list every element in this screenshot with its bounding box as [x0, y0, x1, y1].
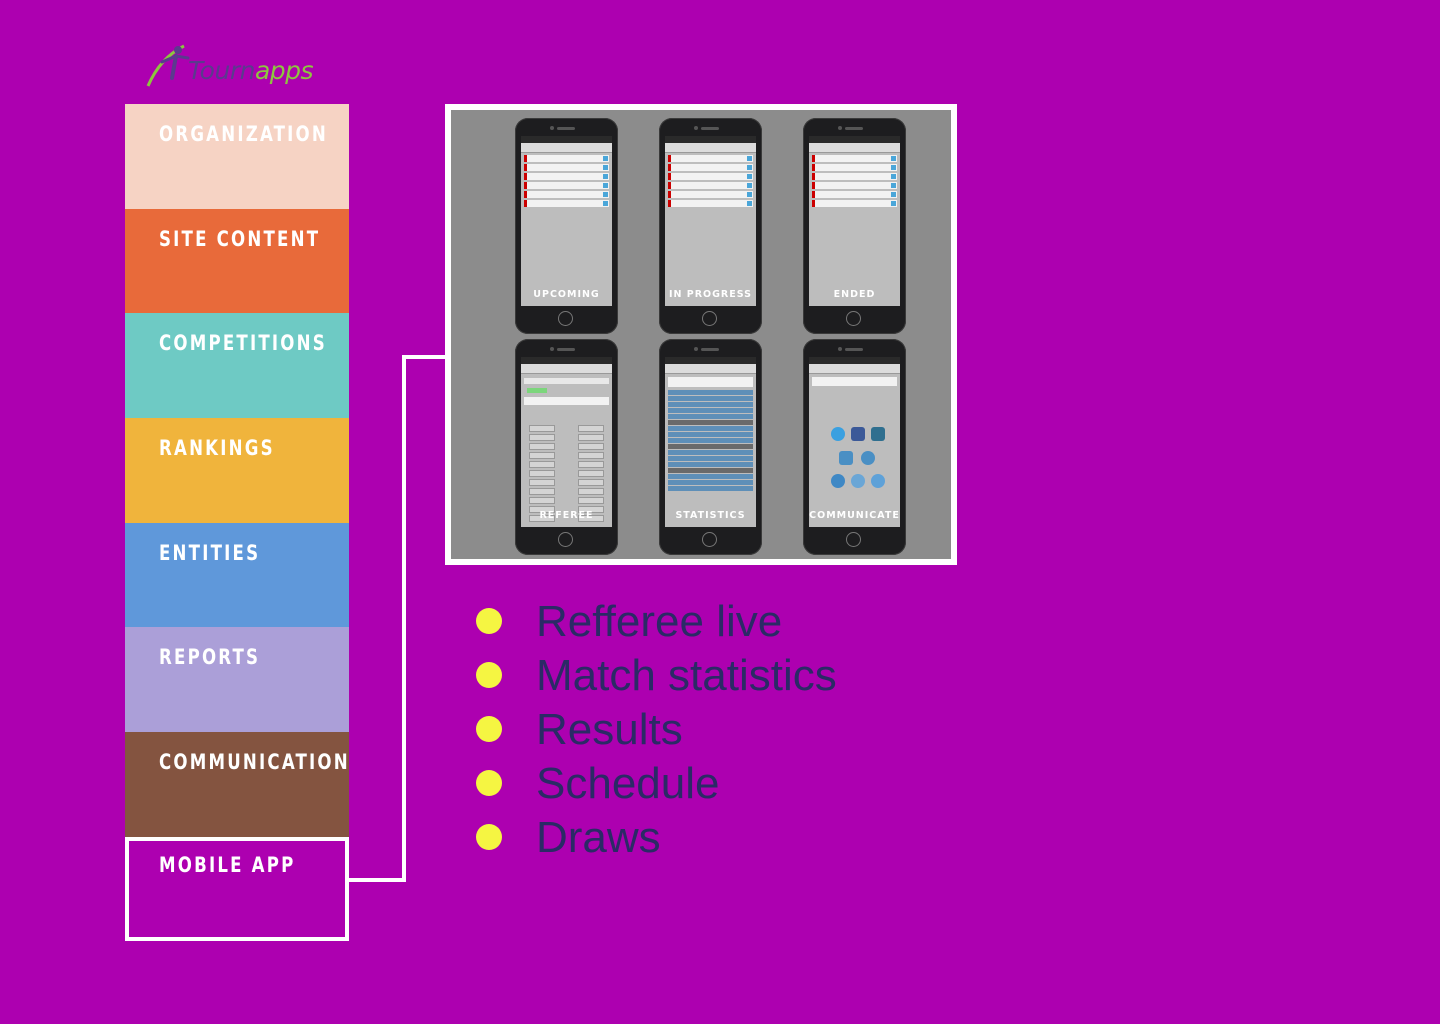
phone-caption: UPCOMING — [533, 289, 600, 300]
nav-item-label: COMMUNICATION — [159, 750, 350, 775]
feature-text: Schedule — [536, 759, 720, 808]
logo-wordmark: Tournapps — [188, 56, 314, 85]
phone-caption: IN PROGRESS — [668, 289, 752, 300]
nav-item-organization[interactable]: ORGANIZATION — [125, 104, 349, 209]
nav-item-communication[interactable]: COMMUNICATION — [125, 732, 349, 837]
nav-item-mobile-app[interactable]: MOBILE APP — [125, 836, 349, 941]
phone-screen: UPCOMING — [521, 136, 612, 306]
message-icon — [871, 474, 885, 488]
phone-icon — [861, 451, 875, 465]
tournapps-logo: * Tournapps — [140, 28, 330, 92]
phone-caption: REFEREE — [539, 510, 594, 521]
instagram-icon — [871, 427, 885, 441]
bullet-icon — [476, 824, 502, 850]
nav-item-label: REPORTS — [159, 645, 261, 670]
phone-referee: REFEREE — [515, 339, 618, 555]
bullet-icon — [476, 716, 502, 742]
nav-item-competitions[interactable]: COMPETITIONS — [125, 313, 349, 419]
nav-item-label: MOBILE APP — [159, 852, 296, 877]
phone-screen: IN PROGRESS — [665, 136, 756, 306]
whatsapp-icon — [831, 474, 845, 488]
nav-item-site-content[interactable]: SITE CONTENT — [125, 208, 349, 314]
chat-icon — [851, 474, 865, 488]
bullet-icon — [476, 608, 502, 634]
nav-item-reports[interactable]: REPORTS — [125, 627, 349, 733]
phone-ended: ENDED — [803, 118, 906, 334]
nav-item-label: ORGANIZATION — [159, 122, 329, 146]
nav-item-label: SITE CONTENT — [159, 226, 321, 251]
bullet-icon — [476, 770, 502, 796]
nav-item-label: COMPETITIONS — [159, 331, 327, 356]
feature-text: Match statistics — [536, 651, 837, 700]
twitter-icon — [831, 427, 845, 441]
nav-item-entities[interactable]: ENTITIES — [125, 522, 349, 628]
phone-screen: ENDED — [809, 136, 900, 306]
feature-text: Draws — [536, 813, 661, 862]
phone-screen: STATISTICS — [665, 357, 756, 527]
phone-communicate: COMMUNICATE — [803, 339, 906, 555]
logo-figure-icon: * — [146, 44, 190, 87]
facebook-icon — [851, 427, 865, 441]
feature-text: Results — [536, 705, 683, 754]
nav-item-label: ENTITIES — [159, 540, 261, 565]
feature-text: Refferee live — [536, 597, 783, 646]
mobile-screens-panel: UPCOMING IN PROGRESS ENDED — [445, 104, 957, 565]
phone-screen: COMMUNICATE — [809, 357, 900, 527]
phone-screen: REFEREE — [521, 357, 612, 527]
mail-icon — [839, 451, 853, 465]
nav-item-rankings[interactable]: RANKINGS — [125, 418, 349, 523]
phone-upcoming: UPCOMING — [515, 118, 618, 334]
phone-caption: STATISTICS — [675, 510, 746, 521]
bullet-icon — [476, 662, 502, 688]
phone-caption: COMMUNICATE — [809, 510, 900, 521]
phone-caption: ENDED — [833, 289, 876, 300]
nav-item-label: RANKINGS — [159, 436, 275, 461]
sidebar-nav: ORGANIZATION SITE CONTENT COMPETITIONS R… — [125, 104, 349, 941]
phone-in-progress: IN PROGRESS — [659, 118, 762, 334]
phone-statistics: STATISTICS — [659, 339, 762, 555]
